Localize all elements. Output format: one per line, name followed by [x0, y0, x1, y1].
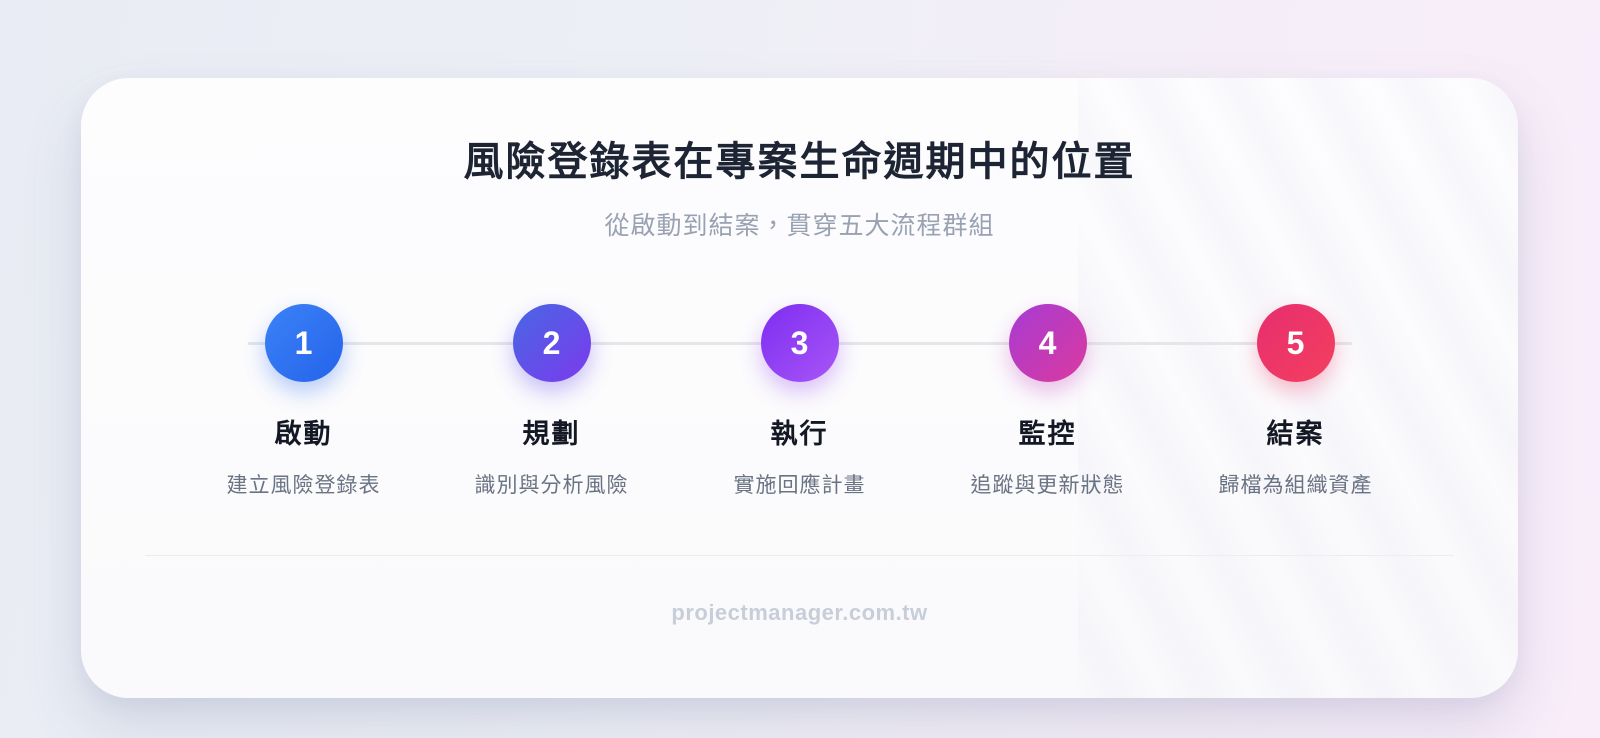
header: 風險登錄表在專案生命週期中的位置 從啟動到結案，貫穿五大流程群組 — [81, 78, 1518, 242]
infographic-card: 風險登錄表在專案生命週期中的位置 從啟動到結案，貫穿五大流程群組 1 啟動 建立… — [81, 78, 1518, 698]
step-planning: 2 規劃 識別與分析風險 — [428, 304, 676, 499]
step-execution: 3 執行 實施回應計畫 — [676, 304, 924, 499]
step-number-badge: 4 — [1008, 304, 1087, 382]
footer-divider — [145, 555, 1454, 556]
page-subtitle: 從啟動到結案，貫穿五大流程群組 — [604, 212, 995, 240]
step-number-badge: 3 — [760, 304, 839, 382]
step-label: 規劃 — [522, 419, 581, 449]
step-closing: 5 結案 歸檔為組織資產 — [1172, 304, 1420, 499]
step-description: 歸檔為組織資產 — [1218, 474, 1373, 497]
step-number-badge: 5 — [1256, 304, 1335, 382]
process-timeline: 1 啟動 建立風險登錄表 2 規劃 識別與分析風險 3 執行 實施回應計畫 4 … — [180, 304, 1420, 499]
step-monitoring: 4 監控 追蹤與更新狀態 — [924, 304, 1172, 499]
step-description: 識別與分析風險 — [474, 474, 629, 497]
footer-watermark: projectmanager.com.tw — [671, 600, 928, 625]
step-initiation: 1 啟動 建立風險登錄表 — [180, 304, 428, 499]
step-label: 執行 — [770, 419, 829, 449]
step-label: 監控 — [1018, 419, 1077, 449]
step-number-badge: 2 — [512, 304, 591, 382]
step-number-badge: 1 — [264, 304, 343, 382]
step-label: 啟動 — [274, 419, 333, 449]
step-label: 結案 — [1266, 419, 1325, 449]
step-description: 建立風險登錄表 — [226, 474, 381, 497]
page-title: 風險登錄表在專案生命週期中的位置 — [463, 140, 1136, 184]
step-description: 實施回應計畫 — [733, 474, 866, 497]
step-description: 追蹤與更新狀態 — [970, 474, 1125, 497]
